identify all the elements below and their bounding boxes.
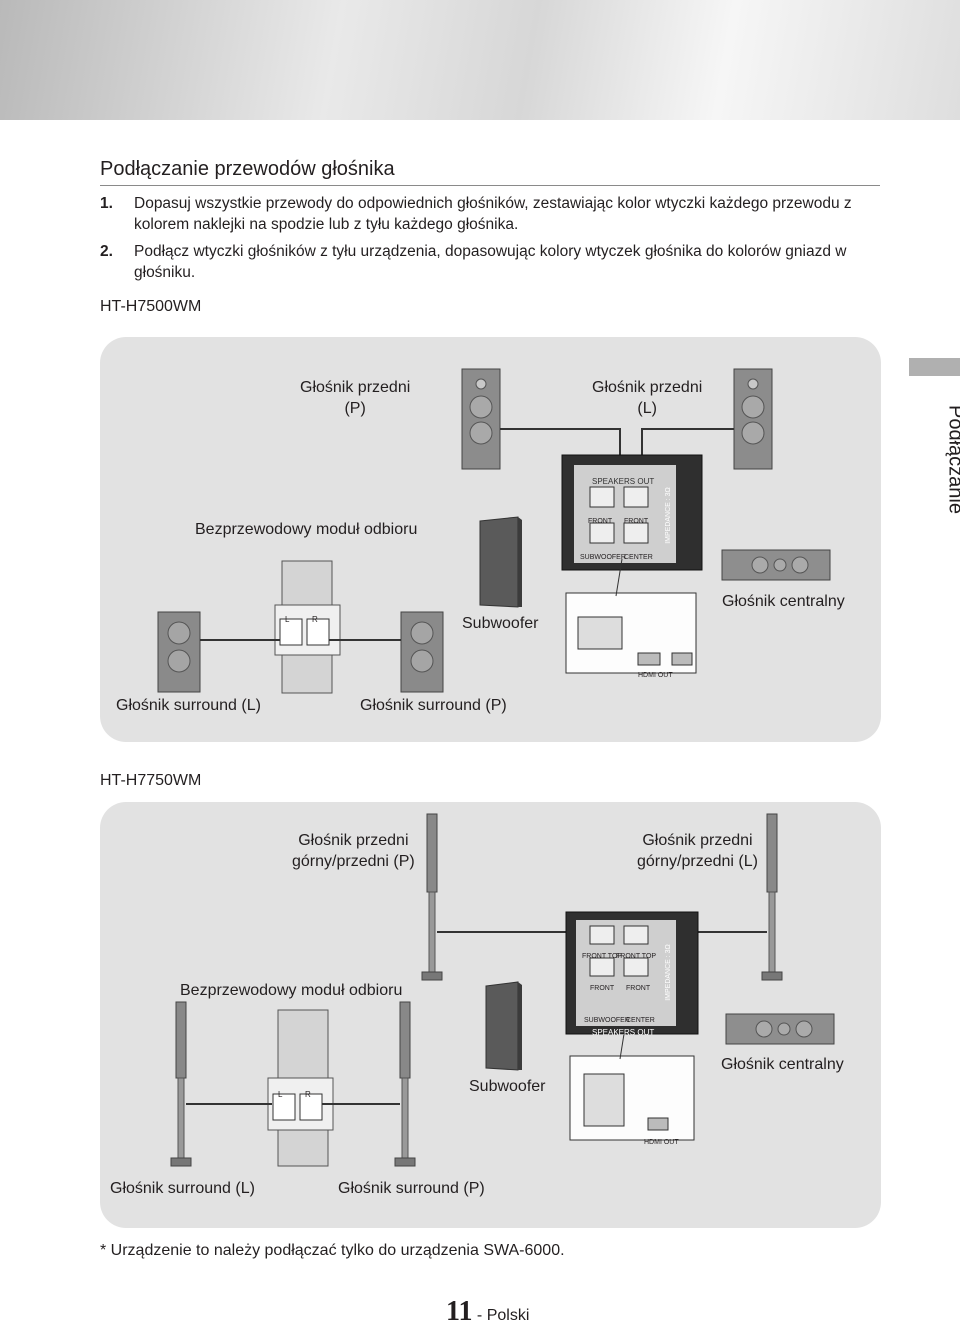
panel-front-right: FRONT: [624, 511, 648, 532]
label-surround-right: Głośnik surround (P): [360, 695, 507, 716]
page-number: 11 - Polski: [446, 1296, 529, 1328]
footnote: * Urządzenie to należy podłączać tylko d…: [100, 1242, 565, 1260]
main-unit-back: [566, 559, 696, 673]
panel-front-top-right: FRONT TOP: [616, 946, 656, 967]
front-left-speaker: [734, 369, 772, 469]
module-right-jack: R: [305, 1084, 311, 1105]
module-left-jack: L: [285, 609, 289, 630]
panel-impedance: IMPEDANCE : 3Ω: [658, 487, 679, 544]
diagram-2-illustration: [100, 802, 881, 1228]
panel-hdmi-out: HDMI OUT: [638, 665, 673, 686]
surround-right-tall-speaker: [395, 1002, 415, 1166]
center-speaker: [722, 550, 830, 580]
diagram-panel-1: Głośnik przedni (P) Głośnik przedni (L) …: [100, 337, 881, 742]
diagram-panel-2: Głośnik przedni górny/przedni (P) Głośni…: [100, 802, 881, 1228]
panel-impedance: IMPEDANCE : 3Ω: [658, 944, 679, 1001]
label-front-right: Głośnik przedni (P): [300, 377, 410, 419]
step-number: 1.: [100, 193, 113, 214]
page-number-value: 11: [446, 1296, 472, 1327]
panel-front-left: FRONT: [590, 978, 614, 999]
chapter-tab: Podłączanie: [909, 358, 960, 538]
chapter-tab-label: Podłączanie: [944, 370, 960, 550]
step-1: 1. Dopasuj wszystkie przewody do odpowie…: [100, 193, 890, 235]
panel-title: SPEAKERS OUT: [592, 1022, 654, 1043]
label-subwoofer: Subwoofer: [462, 613, 539, 634]
front-left-tall-speaker: [762, 814, 782, 980]
section-title: Podłączanie przewodów głośnika: [100, 158, 395, 181]
step-number: 2.: [100, 241, 113, 262]
panel-title: SPEAKERS OUT: [592, 471, 654, 492]
module-right-jack: R: [312, 609, 318, 630]
subwoofer: [486, 982, 522, 1070]
label-surround-left: Głośnik surround (L): [110, 1178, 255, 1199]
panel-front-left: FRONT: [588, 511, 612, 532]
model-label-2: HT-H7750WM: [100, 772, 201, 790]
front-right-speaker: [462, 369, 500, 469]
label-wireless-module: Bezprzewodowy moduł odbioru: [195, 519, 417, 540]
surround-left-tall-speaker: [171, 1002, 191, 1166]
label-front-right: Głośnik przedni górny/przedni (P): [292, 830, 415, 872]
panel-center: CENTER: [624, 547, 653, 568]
header-banner: [0, 0, 960, 120]
module-left-jack: L: [278, 1084, 282, 1105]
label-center-speaker: Głośnik centralny: [722, 591, 845, 612]
step-text: Podłącz wtyczki głośników z tyłu urządze…: [100, 241, 890, 283]
panel-subwoofer: SUBWOOFER: [580, 547, 626, 568]
model-label-1: HT-H7500WM: [100, 298, 201, 316]
center-speaker: [726, 1014, 834, 1044]
label-surround-right: Głośnik surround (P): [338, 1178, 485, 1199]
front-right-tall-speaker: [422, 814, 442, 980]
label-front-left: Głośnik przedni (L): [592, 377, 702, 419]
label-center-speaker: Głośnik centralny: [721, 1054, 844, 1075]
label-subwoofer: Subwoofer: [469, 1076, 546, 1097]
step-2: 2. Podłącz wtyczki głośników z tyłu urzą…: [100, 241, 890, 283]
surround-right-speaker: [401, 612, 443, 692]
label-wireless-module: Bezprzewodowy moduł odbioru: [180, 980, 402, 1001]
step-text: Dopasuj wszystkie przewody do odpowiedni…: [100, 193, 890, 235]
page-language: - Polski: [477, 1307, 529, 1324]
title-rule: [100, 185, 880, 186]
panel-hdmi-out: HDMI OUT: [644, 1132, 679, 1153]
subwoofer: [480, 517, 522, 607]
surround-left-speaker: [158, 612, 200, 692]
label-surround-left: Głośnik surround (L): [116, 695, 261, 716]
main-unit-back: [570, 1034, 694, 1140]
panel-front-right: FRONT: [626, 978, 650, 999]
label-front-left: Głośnik przedni górny/przedni (L): [637, 830, 758, 872]
